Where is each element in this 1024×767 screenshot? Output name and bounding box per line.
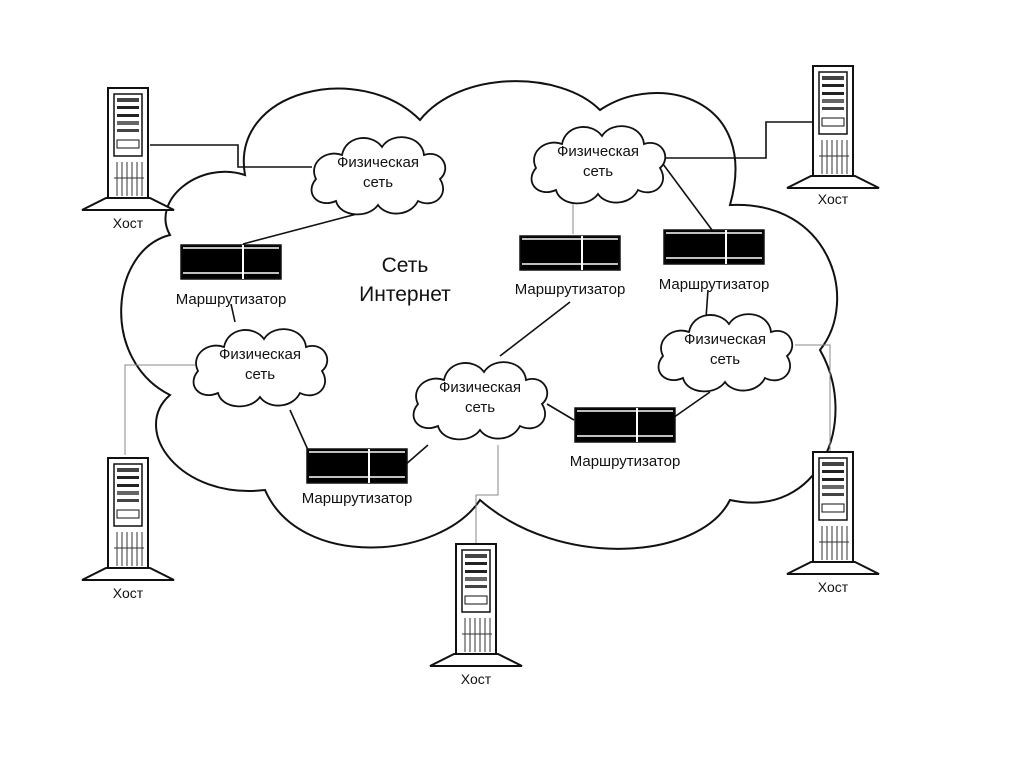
router: Маршрутизатор [176,244,287,308]
host: Хост [786,65,880,207]
svg-text:сеть: сеть [710,351,740,368]
server-icon [786,65,880,189]
svg-text:сеть: сеть [363,174,393,191]
physical-network: Физическая сеть [310,136,447,216]
router: Маршрутизатор [515,235,626,298]
svg-text:Маршрутизатор: Маршрутизатор [659,276,770,293]
physical-network: Физическая сеть [412,361,549,441]
svg-text:Хост: Хост [818,579,849,595]
internet-title: Сеть [382,254,429,277]
svg-text:Физическая: Физическая [684,331,766,348]
host: Хост [786,451,880,595]
router: Маршрутизатор [570,407,681,470]
svg-text:сеть: сеть [583,163,613,180]
router-icon [519,235,621,271]
host-links [124,202,831,545]
physical-network: Физическая сеть [657,313,794,393]
router-icon [306,448,408,484]
host: Хост [81,87,175,231]
svg-text:Хост: Хост [818,191,849,207]
router-icon [663,229,765,265]
physical-network: Физическая сеть [530,125,667,205]
router-icon [574,407,676,443]
svg-text:Физическая: Физическая [219,346,301,363]
svg-text:сеть: сеть [465,399,495,416]
physical-network: Физическая сеть [192,328,329,408]
svg-text:Физическая: Физическая [439,379,521,396]
internet-title: Интернет [359,283,451,306]
svg-text:Маршрутизатор: Маршрутизатор [570,453,681,470]
host: Хост [429,543,523,687]
svg-text:Физическая: Физическая [337,154,419,171]
server-icon [81,457,175,581]
svg-text:Хост: Хост [461,671,492,687]
connection-lines [150,121,812,466]
svg-text:сеть: сеть [245,366,275,383]
server-icon [429,543,523,667]
internet-cloud [120,80,839,550]
svg-text:Маршрутизатор: Маршрутизатор [176,291,287,308]
svg-text:Маршрутизатор: Маршрутизатор [302,490,413,507]
svg-text:Хост: Хост [113,585,144,601]
svg-text:Хост: Хост [113,215,144,231]
svg-text:Физическая: Физическая [557,143,639,160]
svg-text:Маршрутизатор: Маршрутизатор [515,281,626,298]
router-icon [180,244,282,280]
host: Хост [81,457,175,601]
router: Маршрутизатор [659,229,770,293]
router: Маршрутизатор [302,448,413,507]
server-icon [81,87,175,211]
